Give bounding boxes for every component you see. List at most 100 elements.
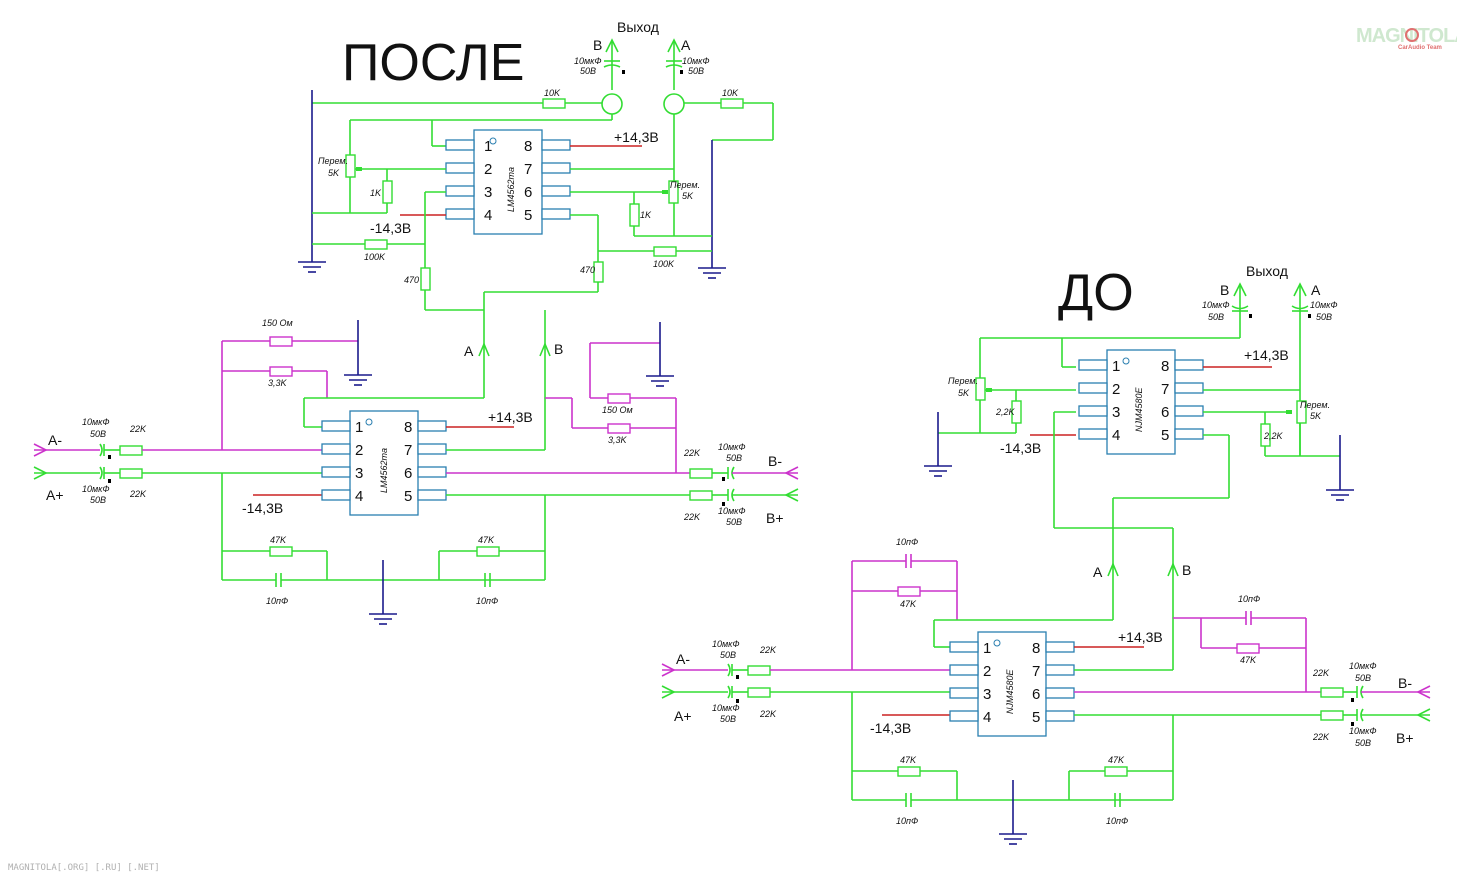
before-pot-right xyxy=(1296,400,1307,424)
svg-text:10мкФ: 10мкФ xyxy=(718,506,746,516)
svg-text:4: 4 xyxy=(1112,427,1120,444)
svg-text:47K: 47K xyxy=(478,535,495,545)
svg-text:4: 4 xyxy=(484,207,492,224)
svg-text:2: 2 xyxy=(983,663,991,680)
svg-text:50В: 50В xyxy=(1208,312,1224,322)
after-in-a-plus: A+ xyxy=(46,487,64,503)
svg-text:1K: 1K xyxy=(370,188,382,198)
before-bottom-feedback: 47K 10пФ 47K 10пФ xyxy=(852,755,1173,845)
svg-text:100K: 100K xyxy=(364,252,386,262)
after-bus-b-label: B xyxy=(554,341,563,357)
svg-text:1: 1 xyxy=(1112,358,1120,375)
svg-text:6: 6 xyxy=(1161,404,1169,421)
before-out-b-minus: B- xyxy=(1398,675,1412,691)
svg-text:22K: 22K xyxy=(683,512,701,522)
svg-text:50В: 50В xyxy=(720,714,736,724)
svg-text:22K: 22K xyxy=(1312,668,1330,678)
svg-text:5K: 5K xyxy=(682,191,694,201)
svg-text:10мкФ: 10мкФ xyxy=(712,703,740,713)
svg-text:3: 3 xyxy=(355,465,363,482)
svg-text:6: 6 xyxy=(524,184,532,201)
footer-watermark: MAGNITOLA[.ORG] [.RU] [.NET] xyxy=(8,863,160,873)
svg-text:10пФ: 10пФ xyxy=(1238,594,1260,604)
svg-text:8: 8 xyxy=(404,419,412,436)
svg-text:10мкФ: 10мкФ xyxy=(1349,726,1377,736)
svg-text:3: 3 xyxy=(983,686,991,703)
svg-text:10пФ: 10пФ xyxy=(1106,816,1128,826)
after-top-wiring: +14,3В -14,3В Перем. 5K 1K 100K 470 xyxy=(312,120,712,450)
svg-text:50В: 50В xyxy=(726,517,742,527)
svg-text:1K: 1K xyxy=(640,210,652,220)
svg-text:5: 5 xyxy=(1032,709,1040,726)
before-chip-bottom: 1 2 3 4 8 7 6 5 NJM4580E xyxy=(949,631,1075,737)
after-bus-a-label: A xyxy=(464,343,474,359)
svg-text:10K: 10K xyxy=(722,88,739,98)
svg-text:22K: 22K xyxy=(759,709,777,719)
svg-text:47K: 47K xyxy=(1108,755,1125,765)
after-chip-bottom: 1 2 3 4 8 7 6 5 LM4562ma xyxy=(321,410,447,516)
before-output-stage: Выход B 10мкФ 50В A 10мкФ 50В xyxy=(980,263,1338,456)
svg-text:Перем.: Перем. xyxy=(1300,400,1330,410)
after-out-b-plus: B+ xyxy=(766,510,784,526)
svg-text:2: 2 xyxy=(484,161,492,178)
before-bus-a-label: A xyxy=(1093,564,1103,580)
svg-text:47K: 47K xyxy=(900,755,917,765)
title-before: ДО xyxy=(1058,264,1134,322)
svg-text:6: 6 xyxy=(1032,686,1040,703)
svg-text:10мкФ: 10мкФ xyxy=(682,56,710,66)
after-vminus-bot: -14,3В xyxy=(242,500,283,516)
svg-text:47K: 47K xyxy=(1240,655,1257,665)
before-out-b-plus: B+ xyxy=(1396,730,1414,746)
after-out-a-label: A xyxy=(681,37,691,53)
before-chip-top: 1 2 3 4 8 7 6 5 NJM4580E xyxy=(1078,349,1204,455)
svg-text:47K: 47K xyxy=(900,599,917,609)
svg-text:7: 7 xyxy=(404,442,412,459)
svg-text:10пФ: 10пФ xyxy=(266,596,288,606)
after-output-bottom: +14,3В 3,3K 150 Ом 22K 10мкФ 50В B- xyxy=(446,322,799,580)
svg-text:50В: 50В xyxy=(1316,312,1332,322)
after-output-label: Выход xyxy=(617,19,659,35)
svg-text:150 Ом: 150 Ом xyxy=(602,405,633,415)
svg-text:10пФ: 10пФ xyxy=(476,596,498,606)
svg-text:50В: 50В xyxy=(90,495,106,505)
svg-text:22K: 22K xyxy=(683,448,701,458)
svg-text:7: 7 xyxy=(524,161,532,178)
svg-text:2,2K: 2,2K xyxy=(995,407,1016,417)
svg-text:10мкФ: 10мкФ xyxy=(1349,661,1377,671)
transistor-b-icon xyxy=(601,93,623,115)
after-chip-top: 1 2 3 4 8 7 6 5 LM4562ma xyxy=(445,129,571,235)
svg-text:3: 3 xyxy=(484,184,492,201)
svg-text:470: 470 xyxy=(580,265,595,275)
svg-text:Перем.: Перем. xyxy=(318,156,348,166)
svg-text:150 Ом: 150 Ом xyxy=(262,318,293,328)
svg-text:6: 6 xyxy=(404,465,412,482)
svg-text:5K: 5K xyxy=(958,388,970,398)
svg-text:3,3K: 3,3K xyxy=(608,435,628,445)
svg-text:7: 7 xyxy=(1161,381,1169,398)
svg-text:5K: 5K xyxy=(328,168,340,178)
after-output-stage: Выход B 10мкФ 50В A 10мкФ 50В 10K 10K xyxy=(297,19,774,279)
before-vminus-bot: -14,3В xyxy=(870,720,911,736)
svg-text:470: 470 xyxy=(404,275,419,285)
svg-text:10мкФ: 10мкФ xyxy=(82,417,110,427)
after-input-stage: 150 Ом 3,3K A- 10мкФ 50В 22K A+ xyxy=(33,318,484,580)
svg-text:3,3K: 3,3K xyxy=(268,378,288,388)
svg-text:50В: 50В xyxy=(688,66,704,76)
svg-text:10мкФ: 10мкФ xyxy=(82,484,110,494)
after-vplus-top: +14,3В xyxy=(614,129,659,145)
svg-text:5K: 5K xyxy=(1310,411,1322,421)
svg-text:7: 7 xyxy=(1032,663,1040,680)
svg-text:1: 1 xyxy=(983,640,991,657)
before-input-stage: 10пФ 47K A- 10мкФ 50В 22K A+ 10мкФ 50В xyxy=(661,537,1113,800)
svg-text:10мкФ: 10мкФ xyxy=(574,56,602,66)
svg-text:1: 1 xyxy=(355,419,363,436)
svg-text:22K: 22K xyxy=(129,489,147,499)
svg-text:8: 8 xyxy=(524,138,532,155)
svg-text:2: 2 xyxy=(1112,381,1120,398)
svg-text:50В: 50В xyxy=(720,650,736,660)
svg-text:47K: 47K xyxy=(270,535,287,545)
svg-text:22K: 22K xyxy=(759,645,777,655)
before-vminus-top: -14,3В xyxy=(1000,440,1041,456)
svg-text:10пФ: 10пФ xyxy=(896,537,918,547)
